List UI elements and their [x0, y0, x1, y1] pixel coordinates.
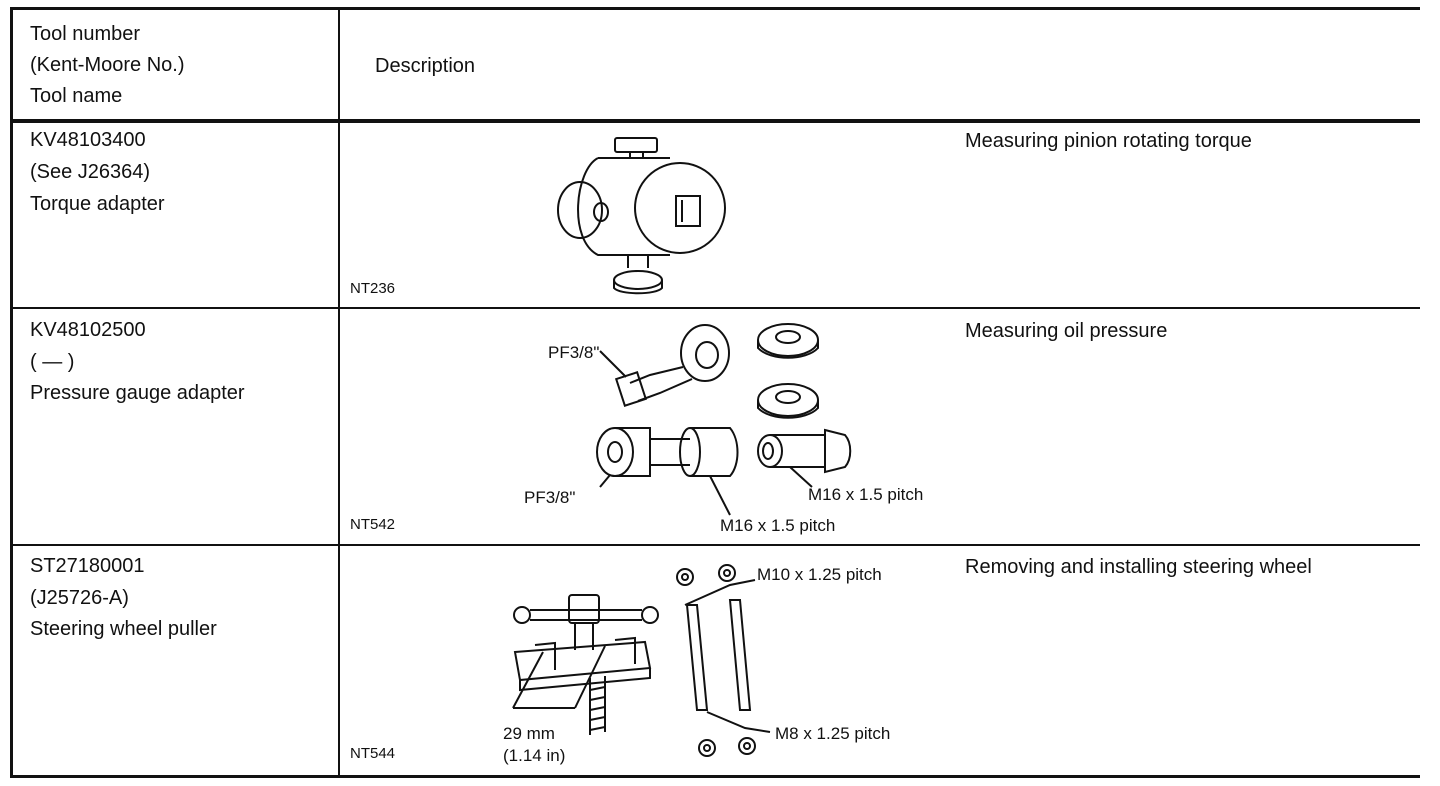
callout-m16-pitch-lower: M16 x 1.5 pitch — [720, 516, 836, 535]
kent-moore-number: (J25726-A) — [30, 587, 129, 609]
tool-number: KV48102500 — [30, 319, 146, 341]
steering-wheel-puller-illustration — [495, 560, 775, 770]
row-divider-1 — [10, 307, 1420, 309]
row-divider-2 — [10, 544, 1420, 546]
column-divider — [338, 7, 340, 778]
callout-m16-pitch-right: M16 x 1.5 pitch — [808, 485, 924, 504]
tool-number: KV48103400 — [30, 129, 146, 151]
header-kent-moore: (Kent-Moore No.) — [30, 54, 185, 76]
header-tool-number: Tool number — [30, 23, 141, 45]
figure-id: NT236 — [350, 280, 396, 297]
kent-moore-number: (See J26364) — [30, 161, 151, 183]
kent-moore-number: ( — ) — [30, 351, 75, 373]
header-tool-name: Tool name — [30, 85, 123, 107]
callout-m8-pitch: M8 x 1.25 pitch — [775, 724, 891, 743]
callout-pf-thread-upper: PF3/8" — [548, 343, 600, 362]
table-top-border — [10, 7, 1420, 10]
torque-adapter-illustration — [540, 130, 740, 300]
tool-description: Removing and installing steering wheel — [965, 556, 1312, 578]
callout-dimension-mm: 29 mm — [503, 724, 555, 743]
tool-name: Torque adapter — [30, 193, 165, 215]
tool-number: ST27180001 — [30, 555, 145, 577]
table-bottom-border — [10, 775, 1420, 778]
figure-id: NT544 — [350, 745, 396, 762]
callout-dimension-in: (1.14 in) — [503, 746, 566, 765]
header-description: Description — [375, 55, 476, 77]
tool-description: Measuring oil pressure — [965, 320, 1168, 342]
table-left-border — [10, 7, 13, 778]
callout-pf-thread-lower: PF3/8" — [524, 488, 576, 507]
callout-m10-pitch: M10 x 1.25 pitch — [757, 565, 882, 584]
tool-name: Pressure gauge adapter — [30, 382, 245, 404]
pressure-gauge-adapter-illustration — [590, 315, 860, 515]
tool-name: Steering wheel puller — [30, 618, 217, 640]
figure-id: NT542 — [350, 516, 396, 533]
header-divider — [10, 119, 1420, 123]
tool-description: Measuring pinion rotating torque — [965, 130, 1252, 152]
